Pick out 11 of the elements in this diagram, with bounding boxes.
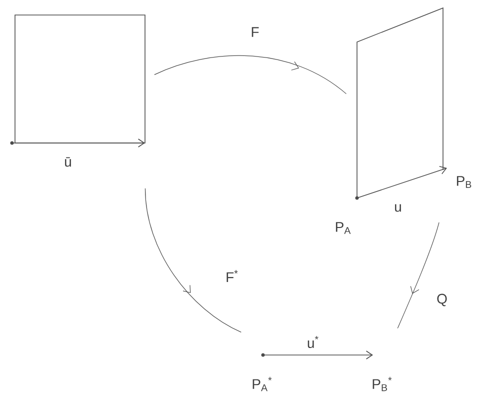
edge-label: F — [252, 27, 259, 37]
vector-label: ū — [65, 157, 71, 167]
point-label: P$_{A}$* — [252, 376, 272, 392]
vector-arrow — [261, 350, 373, 360]
point-label: P$_{B}$* — [372, 376, 392, 392]
edge-label: Q — [437, 294, 447, 306]
point-label: P$_{A}$ — [336, 222, 351, 234]
vector-label: u$^{*}$ — [308, 336, 318, 348]
edge-label: F$^{*}$ — [226, 270, 238, 282]
point-label: P$_{B}$ — [456, 176, 472, 188]
vector-label: u — [395, 204, 401, 212]
